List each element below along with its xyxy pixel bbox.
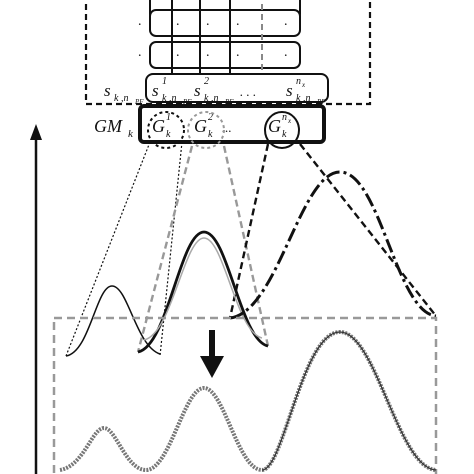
gm-label-main: GM xyxy=(94,116,123,136)
component-gnx-main: G xyxy=(268,116,281,136)
component-curve-2-gray xyxy=(143,237,263,341)
grid-dot: . xyxy=(206,14,210,29)
projection-g1-left xyxy=(65,141,151,357)
grid-dot: . xyxy=(284,45,288,60)
component-gnx-highlight xyxy=(264,111,300,149)
row-label-s-main: s xyxy=(104,81,111,100)
row-label-snx-main: s xyxy=(286,81,293,100)
gm-box xyxy=(138,104,326,144)
grid-dot: . xyxy=(176,14,180,29)
sample-row-labeled xyxy=(145,73,329,103)
projection-gnx-right xyxy=(299,143,437,317)
row-label-s2-sub: k ,n xyxy=(204,93,218,104)
row-label-s: s k ,n PF xyxy=(104,81,144,106)
grid-dot: . xyxy=(284,14,288,29)
row-label-s2-sup: 2 xyxy=(204,76,209,87)
grid-dots: . . . . . . . . . . xyxy=(138,14,288,60)
row-label-s1: s 1 k ,n PF xyxy=(152,76,192,106)
row-label-s1-main: s xyxy=(152,81,159,100)
row-label-snx-sub: k ,n xyxy=(296,93,310,104)
gm-label-sub: k xyxy=(128,128,134,140)
gm-label: GM k xyxy=(94,116,134,140)
component-g2: G 2 k xyxy=(194,112,213,140)
grid-dot: . xyxy=(206,45,210,60)
mixture-curve-outline xyxy=(261,331,437,471)
row-label-snx: s n x k ,n PF xyxy=(286,76,326,106)
projection-g2-left xyxy=(136,145,194,353)
grid-dot: . xyxy=(236,45,240,60)
component-g1-highlight xyxy=(147,111,185,149)
component-g1-sup: 1 xyxy=(166,112,171,123)
vertical-axis-arrowhead xyxy=(30,124,42,140)
projection-g1-right xyxy=(159,141,183,357)
row-label-s1-sup: 1 xyxy=(162,76,167,87)
row-label-snx-supsub: x xyxy=(301,81,306,89)
grid-dot: . xyxy=(236,14,240,29)
component-g2-highlight xyxy=(187,111,225,149)
row-ellipsis: . . . xyxy=(240,84,256,99)
down-arrow-head xyxy=(200,356,224,378)
grid-dot: . xyxy=(138,14,142,29)
component-ellipsis: ... xyxy=(222,120,232,135)
row-label-s2-subsub: PF xyxy=(224,98,234,106)
component-gnx-sup: n xyxy=(282,112,287,123)
row-label-s2-main: s xyxy=(194,81,201,100)
component-g2-sub: k xyxy=(208,129,213,140)
row-label-snx-subsub: PF xyxy=(316,98,326,106)
grid-dot: . xyxy=(176,45,180,60)
row-label-s1-subsub: PF xyxy=(182,98,192,106)
component-curve-2 xyxy=(137,230,269,354)
mixture-curve xyxy=(59,329,437,473)
component-g1: G 1 k xyxy=(152,112,171,140)
component-g2-sup: 2 xyxy=(208,112,213,123)
component-gnx: G n x k xyxy=(268,112,292,140)
row-label-s-subsub: PF xyxy=(134,98,144,106)
component-g1-sub: k xyxy=(166,129,171,140)
row-label-snx-sup: n xyxy=(296,76,301,87)
mixture-dashed-frame xyxy=(52,316,438,474)
row-label-s-sub: k ,n xyxy=(114,93,128,104)
component-g2-main: G xyxy=(194,116,207,136)
row-label-s1-sub: k ,n xyxy=(162,93,176,104)
component-curve-1 xyxy=(65,285,161,357)
component-gnx-supsub: x xyxy=(287,117,292,125)
grid-dot: . xyxy=(138,45,142,60)
component-curve-nx xyxy=(229,170,437,320)
component-g1-main: G xyxy=(152,116,165,136)
row-label-s2: s 2 k ,n PF xyxy=(194,76,234,106)
component-gnx-sub: k xyxy=(282,129,287,140)
